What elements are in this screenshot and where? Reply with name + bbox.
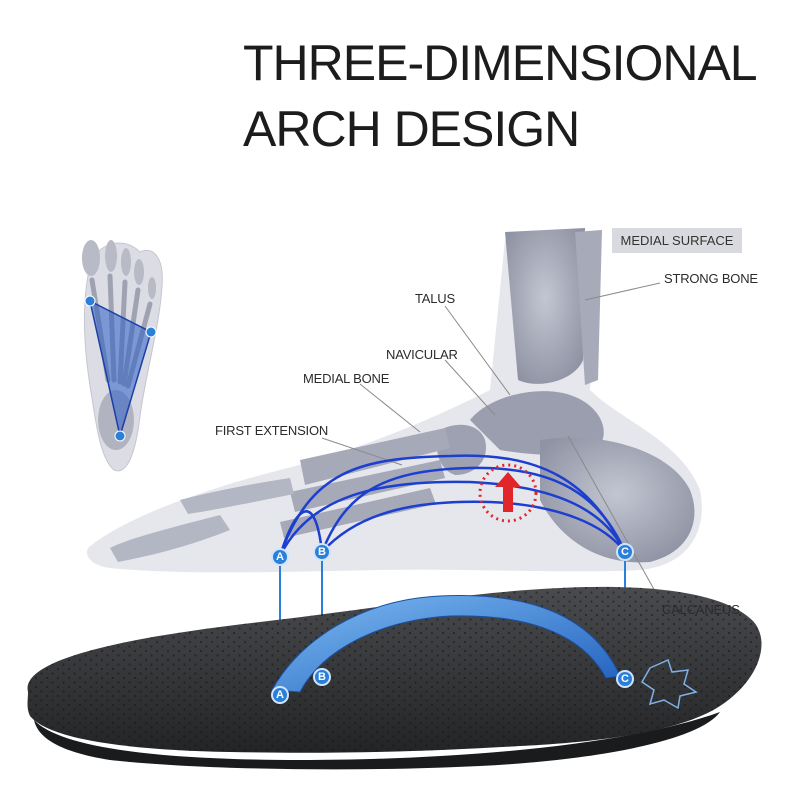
point-a-label: A bbox=[276, 689, 284, 701]
point-a-label: A bbox=[276, 551, 284, 563]
foot-xray-image bbox=[86, 228, 702, 573]
label-navicular: NAVICULAR bbox=[386, 347, 458, 362]
label-calcaneus: CALCANEUS bbox=[662, 602, 740, 617]
point-b-lower: B bbox=[313, 668, 331, 686]
point-c-label: C bbox=[621, 673, 629, 685]
point-b-label: B bbox=[318, 671, 326, 683]
medial-surface-tag: MEDIAL SURFACE bbox=[612, 228, 742, 253]
insole-image bbox=[27, 586, 762, 770]
lift-arrow-icon bbox=[478, 463, 538, 523]
title-line-2: ARCH DESIGN bbox=[243, 101, 580, 157]
point-c-lower: C bbox=[616, 670, 634, 688]
label-strong-bone: STRONG BONE bbox=[664, 271, 758, 286]
point-a-upper: A bbox=[271, 548, 289, 566]
arch-lines bbox=[278, 454, 627, 557]
label-talus: TALUS bbox=[415, 291, 455, 306]
point-c-label: C bbox=[621, 546, 629, 558]
point-a-lower: A bbox=[271, 686, 289, 704]
title-line-1: THREE-DIMENSIONAL bbox=[243, 35, 758, 91]
top-view-foot-image bbox=[82, 240, 163, 472]
label-medial-bone: MEDIAL BONE bbox=[303, 371, 390, 386]
point-b-upper: B bbox=[313, 543, 331, 561]
label-first-extension: FIRST EXTENSION bbox=[215, 423, 329, 438]
point-b-label: B bbox=[318, 546, 326, 558]
point-c-upper: C bbox=[616, 543, 634, 561]
